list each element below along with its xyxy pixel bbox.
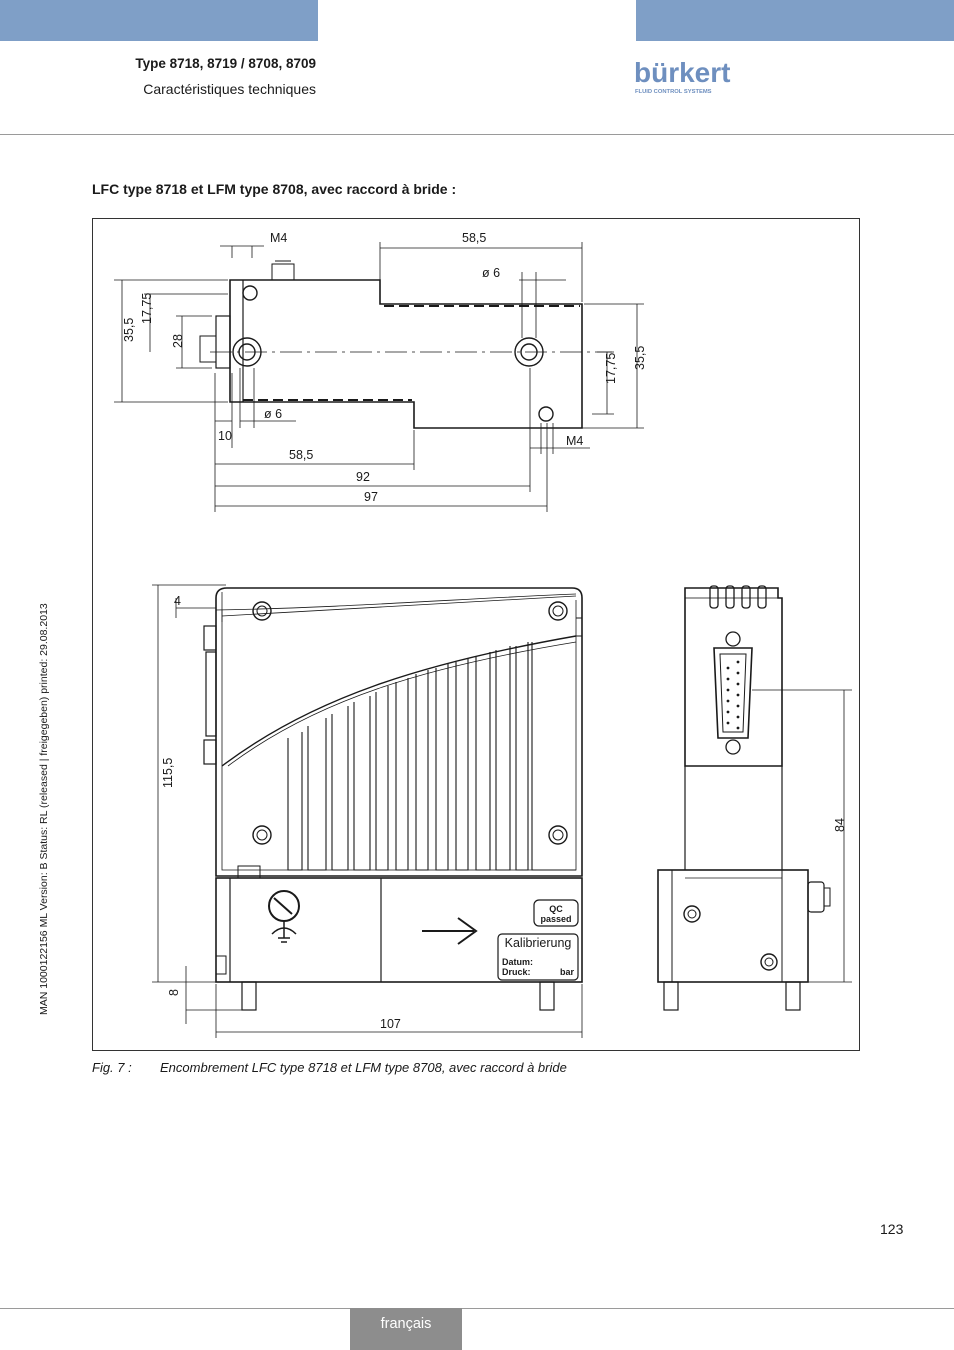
calibration-pressure: Druck: bbox=[502, 967, 531, 977]
dim-35-5-right: 35,5 bbox=[633, 346, 647, 370]
dim-107: 107 bbox=[380, 1017, 401, 1031]
calibration-unit: bar bbox=[560, 967, 575, 977]
dim-58-5-top: 58,5 bbox=[462, 231, 486, 245]
dim-m4-top: M4 bbox=[270, 231, 287, 245]
page-number: 123 bbox=[880, 1221, 904, 1237]
dim-dia6-bottom: ø 6 bbox=[264, 407, 282, 421]
dim-17-75-left: 17,75 bbox=[140, 293, 154, 324]
section-title: LFC type 8718 et LFM type 8708, avec rac… bbox=[92, 181, 457, 197]
dimension-drawing: M4 58,5 ø 6 35,5 17,75 28 ø 6 10 M4 58,5… bbox=[114, 231, 852, 1038]
dim-115-5: 115,5 bbox=[161, 758, 175, 788]
header-divider bbox=[0, 134, 954, 135]
dim-35-5-left: 35,5 bbox=[122, 318, 136, 342]
logo-tagline: FLUID CONTROL SYSTEMS bbox=[635, 89, 712, 95]
figure-label: Fig. 7 : bbox=[92, 1060, 132, 1075]
logo-brand: bürkert bbox=[634, 57, 730, 88]
front-view: QC passed Kalibrierung Datum: Druck: bar… bbox=[152, 584, 583, 1038]
dim-8: 8 bbox=[167, 989, 181, 996]
document-type-title: Type 8718, 8719 / 8708, 8709 bbox=[135, 56, 316, 71]
language-tab: français bbox=[350, 1308, 462, 1350]
dim-97: 97 bbox=[364, 490, 378, 504]
figure-caption: Encombrement LFC type 8718 et LFM type 8… bbox=[160, 1060, 567, 1075]
side-view: 84 bbox=[657, 585, 852, 1011]
dim-84: 84 bbox=[833, 818, 847, 832]
top-view: M4 58,5 ø 6 35,5 17,75 28 ø 6 10 M4 58,5… bbox=[114, 231, 647, 512]
dim-4: 4 bbox=[174, 594, 181, 608]
figure-frame bbox=[92, 218, 860, 1051]
dim-28-left: 28 bbox=[171, 334, 185, 348]
dim-dia6-top: ø 6 bbox=[482, 266, 500, 280]
dim-17-75-right: 17,75 bbox=[604, 353, 618, 384]
header-band-left bbox=[0, 0, 318, 41]
calibration-title: Kalibrierung bbox=[505, 936, 572, 950]
dim-58-5-bottom: 58,5 bbox=[289, 448, 313, 462]
burkert-logo: bürkert FLUID CONTROL SYSTEMS bbox=[634, 57, 730, 95]
header-band-right bbox=[636, 0, 954, 41]
dim-m4-bottom: M4 bbox=[566, 434, 583, 448]
dim-92: 92 bbox=[356, 470, 370, 484]
footer-divider bbox=[0, 1308, 954, 1309]
qc-label-line1: QC bbox=[549, 904, 563, 914]
document-section-title: Caractéristiques techniques bbox=[143, 81, 316, 97]
dim-10: 10 bbox=[218, 429, 232, 443]
calibration-date: Datum: bbox=[502, 957, 533, 967]
document-metadata-vertical: MAN 1000122156 ML Version: B Status: RL … bbox=[38, 603, 50, 1015]
qc-label-line2: passed bbox=[540, 914, 571, 924]
